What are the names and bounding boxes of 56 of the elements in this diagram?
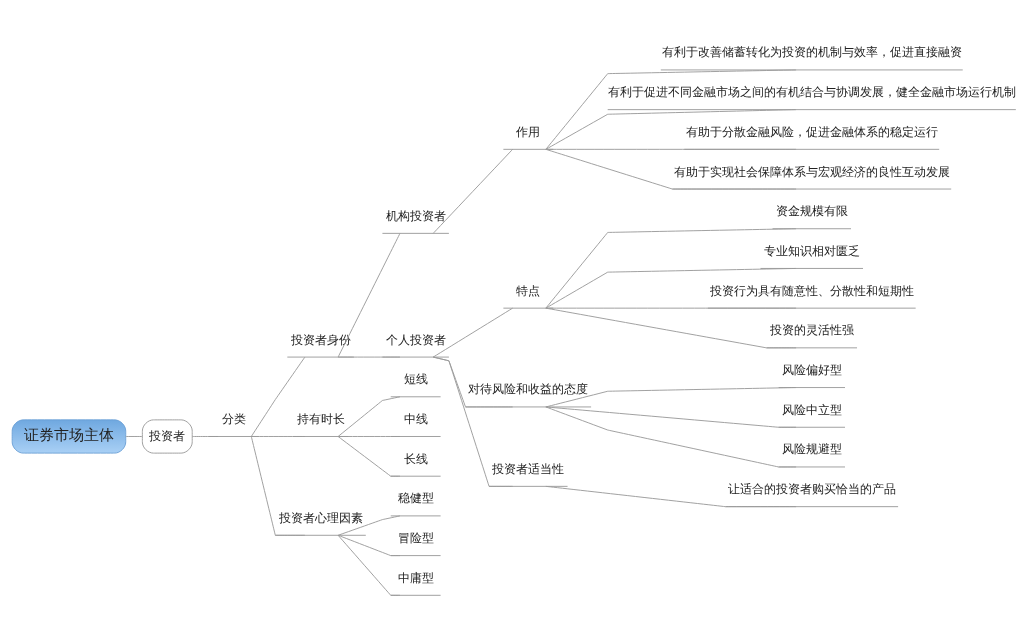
connector (337, 435, 401, 437)
connector (545, 406, 797, 467)
connector (432, 356, 514, 487)
connector (337, 514, 401, 536)
connector (191, 435, 219, 437)
node-text: 机构投资者 (385, 208, 446, 223)
node-text: 个人投资者 (385, 332, 446, 347)
node-text: 投资者心理因素 (278, 510, 363, 525)
node-text: 中线 (403, 411, 428, 426)
connector (337, 395, 401, 437)
node-text: 有助于实现社会保障体系与宏观经济的良性互动发展 (673, 164, 950, 179)
node-text: 让适合的投资者购买恰当的产品 (727, 481, 896, 496)
node-text: 有利于促进不同金融市场之间的有机结合与协调发展，健全金融市场运行机制 (607, 84, 1016, 99)
node-text: 风险规避型 (781, 441, 842, 456)
node-text: 稳健型 (397, 490, 434, 505)
node-text: 资金规模有限 (775, 203, 848, 218)
node-text: 特点 (516, 283, 541, 298)
node-box: 证券市场主体 (11, 418, 127, 454)
node-text: 冒险型 (397, 530, 434, 545)
node-text: 中庸型 (397, 570, 434, 585)
node-text: 投资的灵活性强 (769, 322, 854, 337)
node-text: 投资者身份 (290, 332, 351, 347)
connector (337, 356, 401, 358)
connector (250, 356, 306, 437)
connector (337, 534, 401, 596)
connector (432, 307, 514, 358)
connector (545, 108, 797, 150)
connector (545, 386, 797, 407)
node-text: 持有时长 (296, 411, 345, 426)
connector (432, 148, 514, 234)
node-text: 有助于分散金融风险，促进金融体系的稳定运行 (685, 124, 938, 139)
connector (250, 435, 306, 536)
connector (545, 267, 797, 309)
node-text: 分类 (221, 411, 246, 426)
connector (337, 435, 401, 477)
node-text: 作用 (516, 124, 541, 139)
connector (337, 534, 401, 556)
connector (545, 406, 797, 428)
node-text: 对待风险和收益的态度 (468, 381, 589, 396)
connector (545, 227, 797, 309)
connector (545, 148, 797, 189)
node-text: 投资行为具有随意性、分散性和短期性 (709, 283, 914, 298)
node-text: 风险中立型 (781, 402, 842, 417)
node-text: 有利于改善储蓄转化为投资的机制与效率，促进直接融资 (661, 44, 962, 59)
node-text: 长线 (403, 451, 428, 466)
connector (337, 232, 401, 358)
node-text: 投资者适当性 (492, 461, 565, 476)
node-box: 投资者 (141, 418, 193, 454)
connector (545, 485, 797, 507)
connector (545, 307, 797, 348)
node-text: 专业知识相对匮乏 (763, 243, 860, 258)
connector (250, 435, 306, 437)
connector (125, 435, 143, 437)
node-text: 风险偏好型 (781, 362, 842, 377)
connector (545, 68, 797, 150)
node-text: 短线 (403, 371, 428, 386)
